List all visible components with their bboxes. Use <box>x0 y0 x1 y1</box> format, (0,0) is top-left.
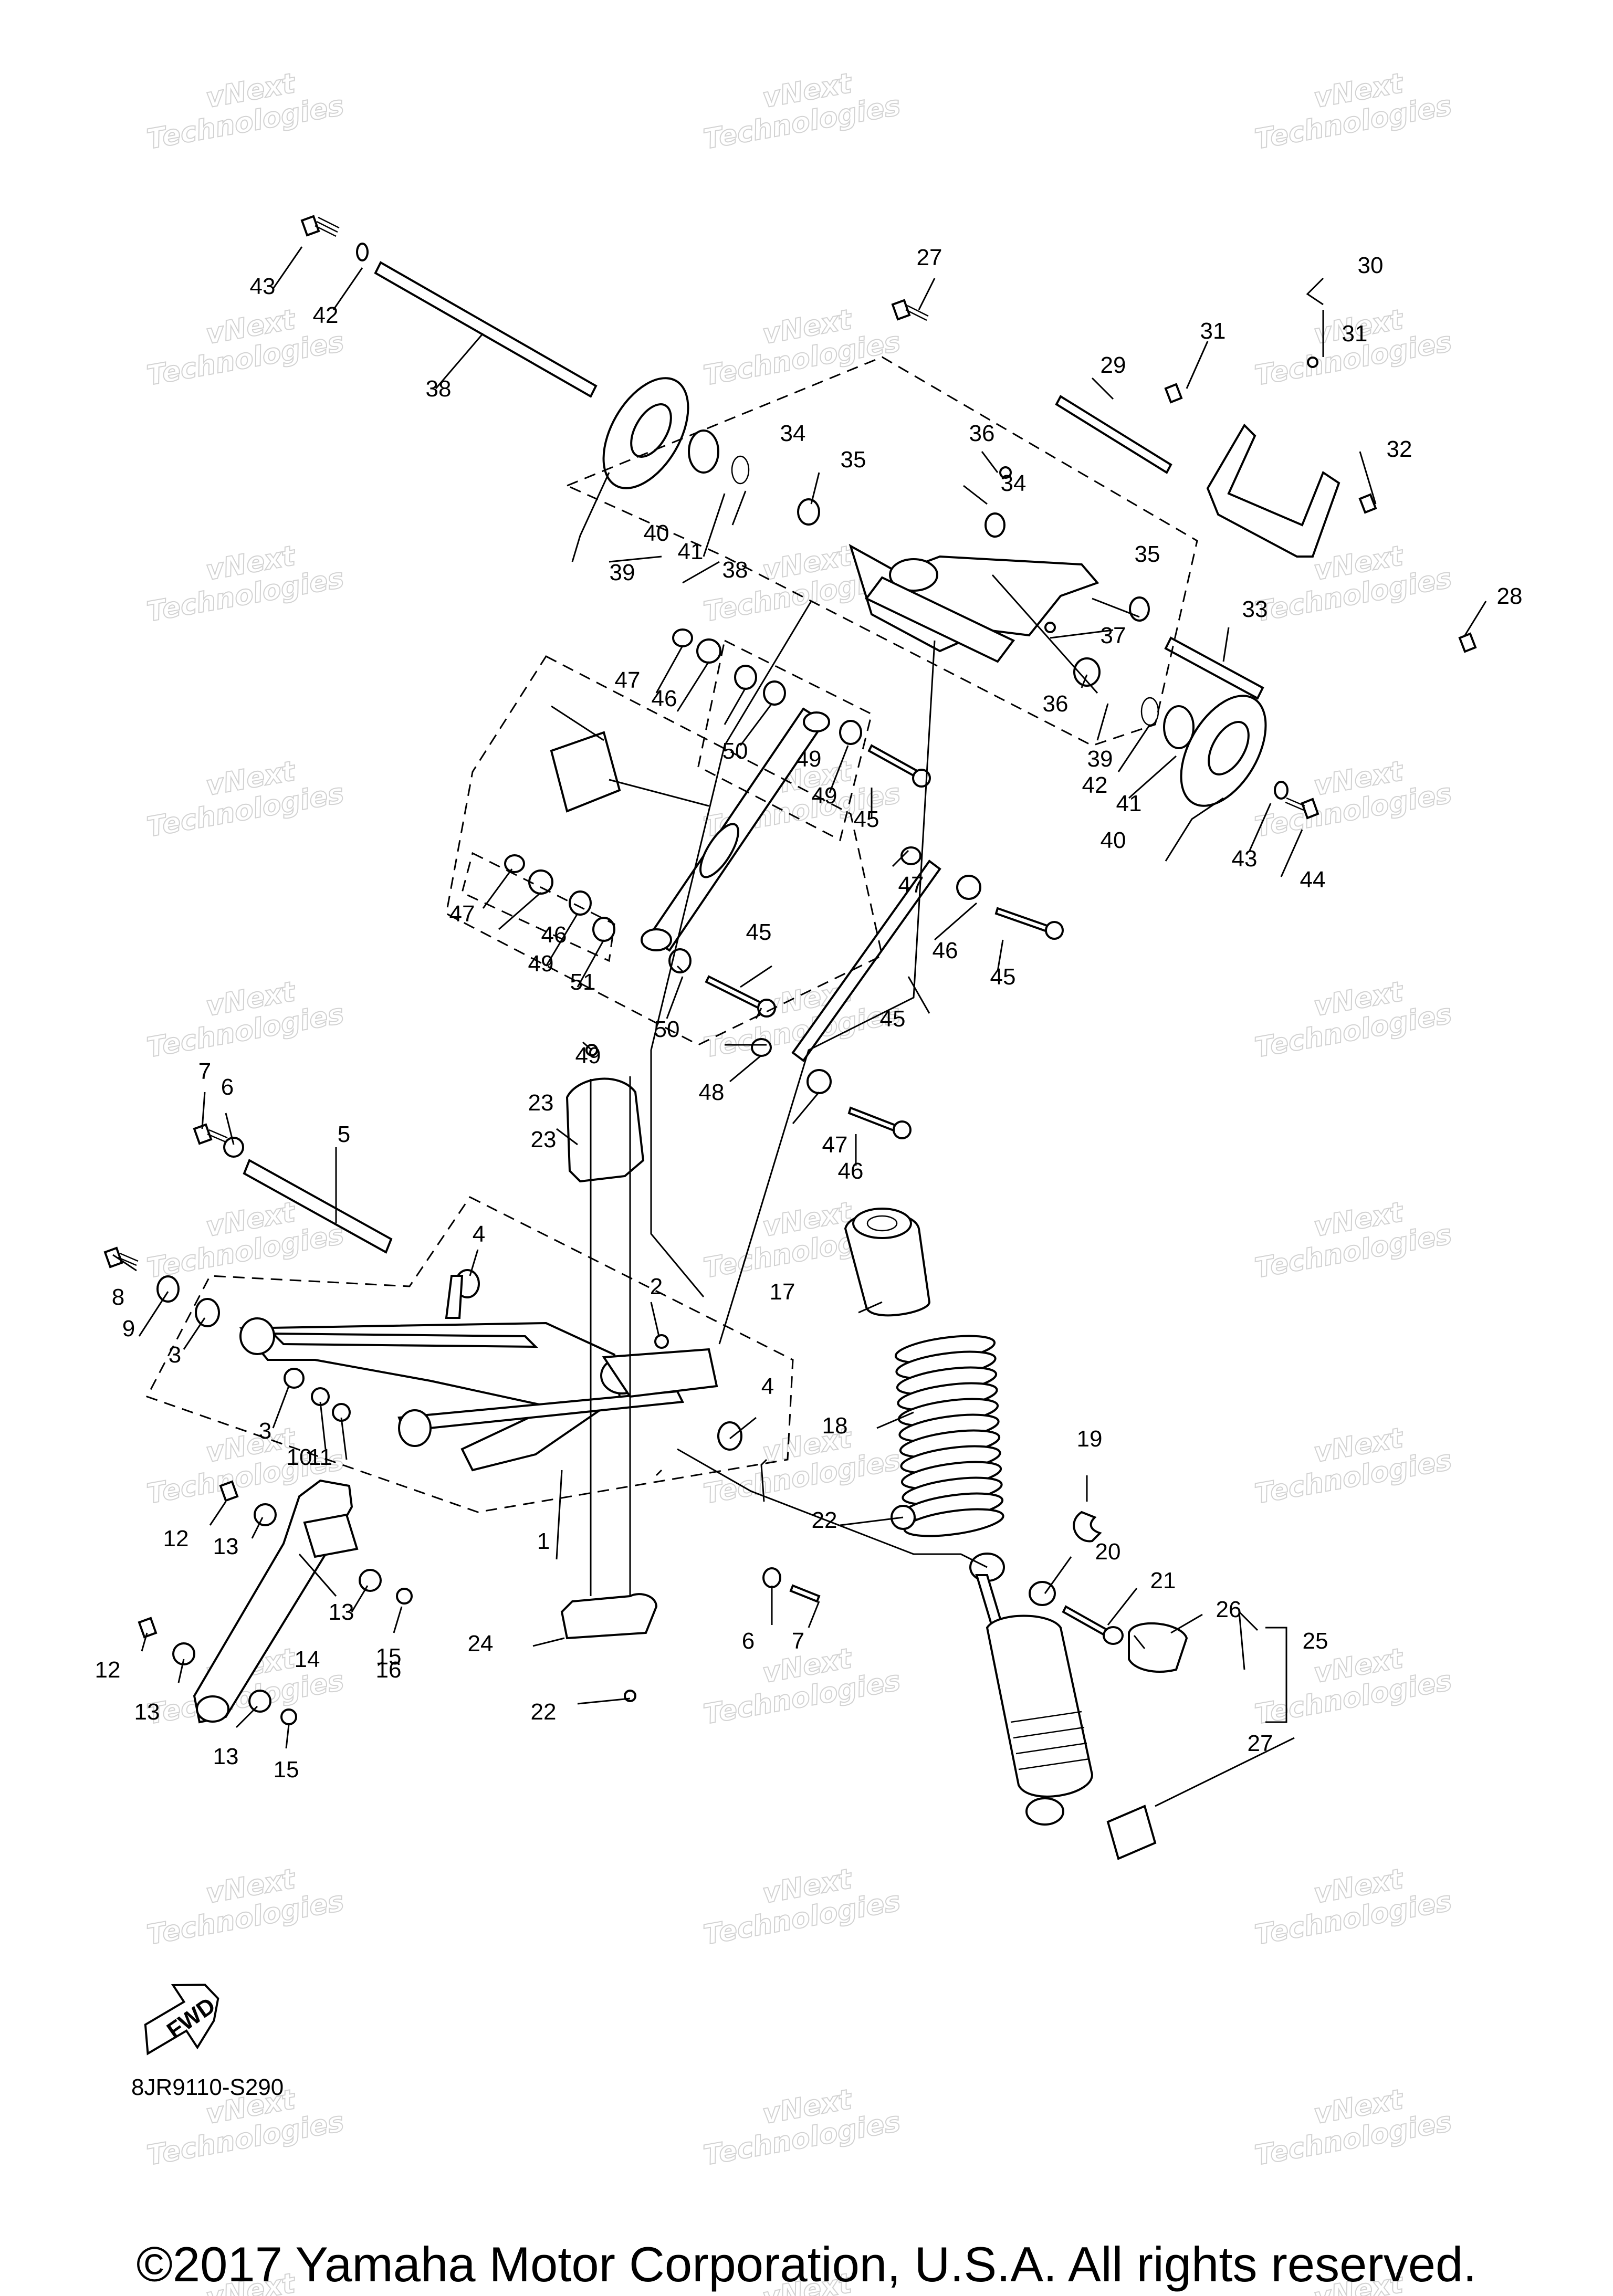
callout-number: 34 <box>1001 470 1027 496</box>
callout-number: 27 <box>1248 1731 1273 1756</box>
callout-number: 15 <box>274 1757 299 1783</box>
group-boundaries <box>145 356 1198 1513</box>
callout-number: 23 <box>528 1090 554 1116</box>
callout-number: 41 <box>1116 791 1142 816</box>
callout-number: 48 <box>699 1079 725 1105</box>
leader-lines <box>112 246 1487 1807</box>
callout-number: 45 <box>880 1006 906 1032</box>
diagram-code: 8JR9110-S290 <box>131 2074 284 2100</box>
copyright-text: ©2017 Yamaha Motor Corporation, U.S.A. A… <box>137 2237 1477 2292</box>
callout-number: 28 <box>1497 583 1523 609</box>
callout-number: 29 <box>1101 352 1126 378</box>
callout-number: 42 <box>1082 772 1108 798</box>
callout-number: 24 <box>468 1631 494 1657</box>
callout-number: 42 <box>313 302 339 328</box>
callout-number: 50 <box>722 738 748 764</box>
callout-number: 46 <box>652 686 677 711</box>
callout-number: 49 <box>796 746 822 772</box>
callout-number: 9 <box>122 1316 135 1341</box>
callout-number: 22 <box>531 1699 557 1725</box>
callout-number: 4 <box>473 1221 485 1247</box>
callout-number: 26 <box>1216 1597 1242 1622</box>
callout-number: 49 <box>528 951 554 977</box>
callout-number: 43 <box>250 274 276 299</box>
callout-number: 40 <box>1101 827 1126 853</box>
callout-number: 47 <box>898 872 924 898</box>
callout-number: 16 <box>376 1657 402 1683</box>
callout-number: 19 <box>1077 1426 1103 1452</box>
callout-number: 51 <box>570 969 596 995</box>
callout-number: 7 <box>792 1628 804 1654</box>
callout-number: 40 <box>644 520 669 546</box>
callout-number: 23 <box>531 1127 557 1152</box>
callout-number: 35 <box>841 447 866 473</box>
middle-shock-assembly <box>504 628 1064 1139</box>
callout-number: 46 <box>838 1158 864 1184</box>
callout-number: 20 <box>1095 1539 1121 1565</box>
callout-number: 5 <box>338 1121 350 1147</box>
callout-number: 46 <box>933 938 958 963</box>
callout-number: 31 <box>1200 318 1226 344</box>
callout-number: 47 <box>615 667 641 693</box>
callout-number: 36 <box>969 421 995 446</box>
callout-number: 39 <box>610 560 635 585</box>
callout-number: 13 <box>329 1599 354 1625</box>
callout-number: 41 <box>678 539 704 564</box>
callout-number: 12 <box>163 1526 189 1551</box>
callout-number: 27 <box>917 245 942 270</box>
callout-number: 49 <box>575 1043 601 1068</box>
callout-number: 38 <box>426 376 452 402</box>
callout-number: 36 <box>1043 691 1069 717</box>
callout-number: 46 <box>541 922 567 948</box>
callout-number: 50 <box>654 1016 680 1042</box>
callout-number: 31 <box>1342 321 1368 347</box>
callout-number: 37 <box>1101 623 1126 648</box>
callout-number: 13 <box>213 1534 239 1559</box>
callout-number: 44 <box>1300 867 1326 893</box>
callout-number: 6 <box>221 1074 234 1100</box>
fwd-arrow-icon: FWD <box>144 1984 220 2056</box>
callout-number: 4 <box>761 1374 774 1399</box>
rear-shock-assembly <box>844 1208 1188 1860</box>
callout-number: 32 <box>1387 436 1412 462</box>
callout-number: 49 <box>812 783 837 809</box>
callout-number: 47 <box>449 901 475 927</box>
callout-number: 13 <box>213 1744 239 1769</box>
callout-number: 8 <box>112 1284 124 1310</box>
callout-number: 45 <box>854 806 879 832</box>
callout-number: 25 <box>1303 1628 1328 1654</box>
callout-number: 3 <box>259 1418 271 1444</box>
callout-number: 45 <box>990 964 1016 990</box>
callout-number: 35 <box>1135 541 1160 567</box>
callout-number: 34 <box>780 421 806 446</box>
callout-number: 2 <box>650 1274 663 1299</box>
lower-arm-assembly <box>103 1044 821 1725</box>
callout-number: 30 <box>1358 253 1384 278</box>
callout-number: 1 <box>537 1528 550 1554</box>
upper-wheel-assembly <box>300 215 1477 820</box>
callout-number: 15 <box>376 1644 402 1670</box>
callout-number: 7 <box>198 1058 211 1084</box>
callout-number: 47 <box>822 1132 848 1158</box>
callout-number: 45 <box>746 919 772 945</box>
callout-number: 6 <box>742 1628 755 1654</box>
callout-number: 21 <box>1150 1568 1176 1593</box>
callout-number: 10 <box>287 1444 312 1470</box>
callout-number: 13 <box>134 1699 160 1725</box>
callout-number: 22 <box>812 1507 837 1533</box>
callout-number: 33 <box>1242 596 1268 622</box>
callout-number: 12 <box>95 1657 121 1683</box>
callout-number: 38 <box>722 557 748 583</box>
callout-number: 43 <box>1232 846 1258 872</box>
callout-number: 17 <box>770 1279 795 1305</box>
callout-number: 18 <box>822 1413 848 1439</box>
callout-number: 3 <box>169 1342 181 1368</box>
callout-number: 39 <box>1087 746 1113 772</box>
callout-number: 14 <box>295 1647 320 1672</box>
callout-number: 11 <box>308 1444 332 1470</box>
